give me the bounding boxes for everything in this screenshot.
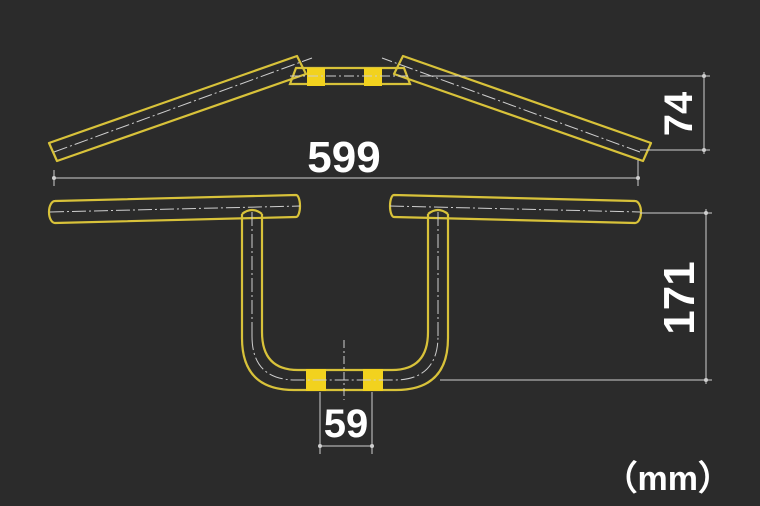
top-left-tube xyxy=(47,54,308,163)
front-left-grip xyxy=(47,193,302,225)
dimension-center-width-label: 59 xyxy=(324,402,369,446)
unit-label: （mm） xyxy=(603,460,732,498)
top-clamp-right xyxy=(364,68,382,86)
top-clamp-left xyxy=(307,68,325,86)
top-view xyxy=(47,54,653,163)
front-clamp-right xyxy=(363,369,383,391)
front-right-grip xyxy=(388,193,643,225)
front-u-outer xyxy=(240,214,450,392)
dimension-height: 171 xyxy=(440,209,712,384)
top-centerline-right xyxy=(381,57,641,153)
front-u-inner xyxy=(260,214,430,372)
dimension-rise-label: 74 xyxy=(657,91,701,136)
dimension-height-label: 171 xyxy=(655,261,704,334)
dimension-center-width: 59 xyxy=(318,392,374,454)
top-right-tube xyxy=(392,54,653,163)
dimension-rise: 74 xyxy=(420,72,710,154)
top-centerline-left xyxy=(53,57,313,153)
dimension-width: 599 xyxy=(52,133,640,186)
front-view xyxy=(47,193,643,400)
dimension-width-label: 599 xyxy=(307,133,380,182)
